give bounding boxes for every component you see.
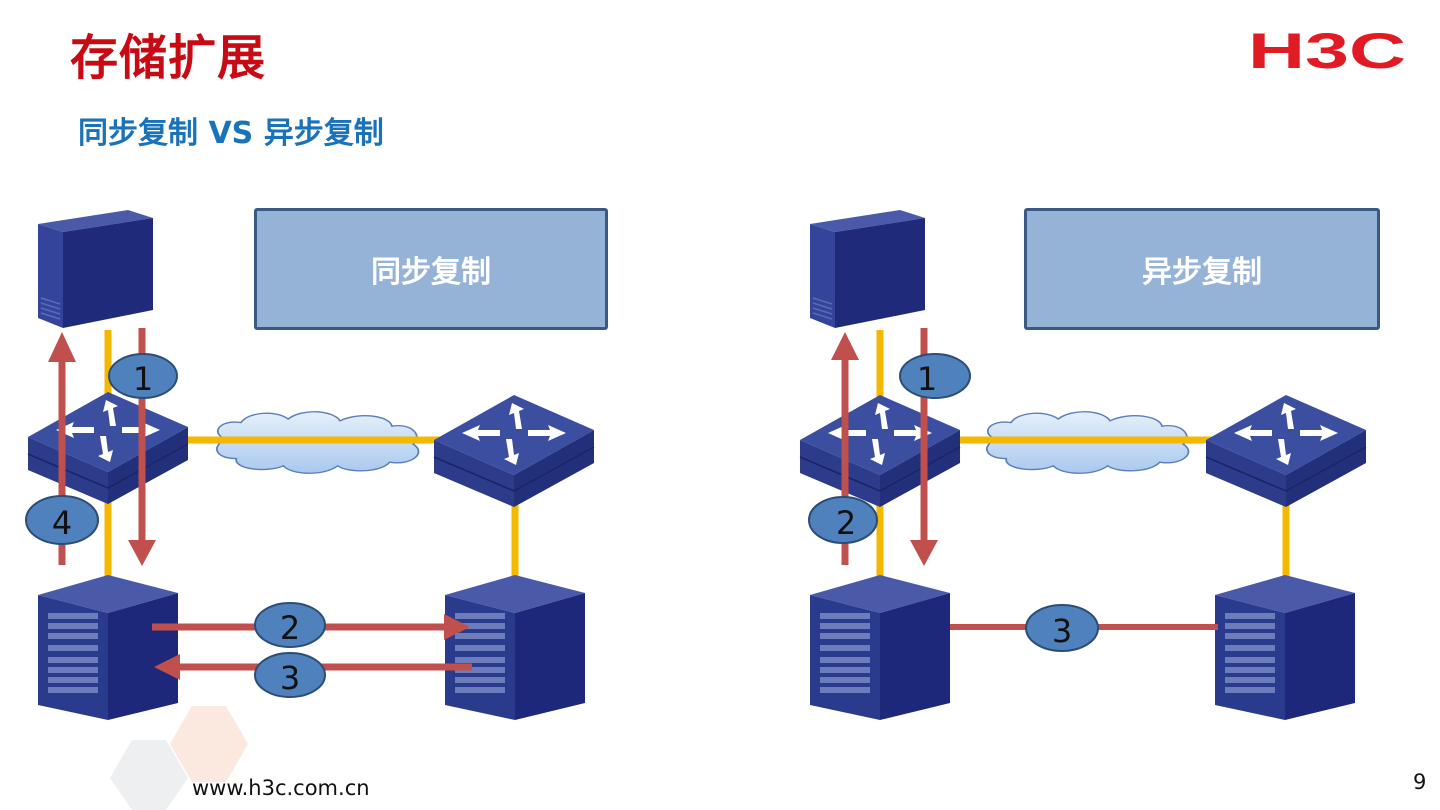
arrow-head-down-icon: [128, 540, 156, 566]
async-local-switch-icon: [799, 394, 961, 508]
async-step-3: 3: [1025, 604, 1099, 652]
arrow-head-left-icon: [154, 654, 180, 680]
async-step-2: 2: [808, 496, 878, 544]
async-step-1: 1: [899, 353, 971, 399]
sync-step-4: 4: [25, 495, 99, 545]
async-label: 异步复制: [1142, 255, 1262, 290]
sync-local-storage-icon: [38, 575, 178, 720]
sync-host-icon: [37, 209, 154, 329]
slide-title: 存储扩展: [70, 30, 267, 86]
sync-label-box: 同步复制: [254, 208, 608, 330]
sync-step-3: 3: [254, 652, 326, 698]
svg-text:1: 1: [917, 360, 937, 398]
async-local-storage-icon: [810, 575, 950, 720]
svg-text:1: 1: [133, 360, 153, 398]
arrow-head-right-icon: [444, 614, 470, 640]
svg-text:2: 2: [836, 504, 856, 542]
async-remote-storage-icon: [1215, 575, 1355, 720]
sync-remote-switch-icon: [433, 394, 595, 508]
h3c-logo: H3C: [1248, 28, 1406, 72]
sync-label: 同步复制: [371, 255, 491, 290]
slide-subtitle: 同步复制 VS 异步复制: [78, 116, 384, 151]
svg-text:H3C: H3C: [1248, 28, 1406, 72]
async-diagram: 1 2 3: [799, 209, 1367, 720]
sync-local-switch-icon: [27, 391, 189, 505]
sync-remote-storage-icon: [445, 575, 585, 720]
decor-hexagon-gray: [110, 740, 188, 810]
arrow-head-up-icon: [831, 332, 859, 360]
svg-text:3: 3: [1052, 612, 1072, 650]
async-host-icon: [809, 209, 926, 329]
page-number: 9: [1413, 770, 1427, 794]
arrow-head-up-icon: [48, 332, 76, 362]
async-label-box: 异步复制: [1024, 208, 1380, 330]
svg-text:4: 4: [52, 504, 72, 542]
footer-url[interactable]: www.h3c.com.cn: [192, 776, 370, 800]
decor-hexagon-peach: [170, 706, 248, 782]
arrow-head-down-icon: [910, 540, 938, 566]
sync-step-2: 2: [254, 602, 326, 648]
svg-text:3: 3: [280, 659, 300, 697]
sync-step-1: 1: [108, 353, 178, 399]
sync-diagram: 1 4 2 3: [25, 209, 595, 720]
svg-text:2: 2: [280, 609, 300, 647]
async-remote-switch-icon: [1205, 394, 1367, 508]
